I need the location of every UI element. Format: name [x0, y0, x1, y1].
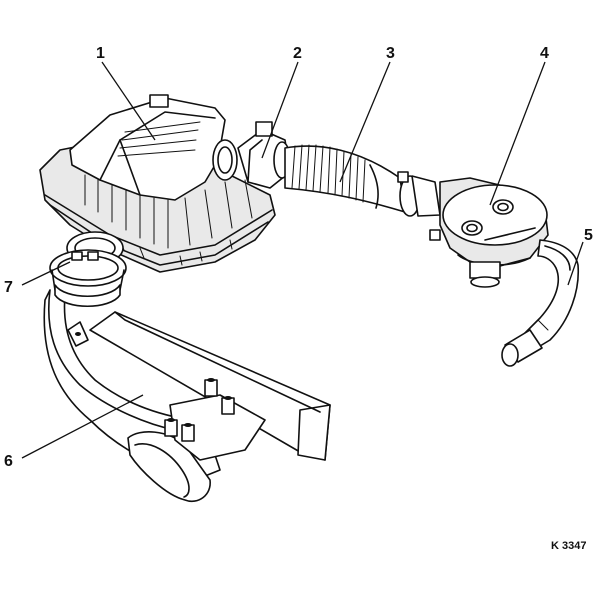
resonator-box — [429, 177, 549, 288]
hose-clamp — [49, 249, 127, 308]
intake-duct — [43, 289, 331, 502]
callout-1: 1 — [96, 45, 105, 62]
air-mass-sensor — [237, 121, 291, 189]
leader-line-5 — [567, 241, 584, 286]
leader-line-7 — [21, 261, 71, 286]
breather-hose — [501, 239, 580, 367]
air-cleaner-housing — [39, 94, 276, 273]
callout-7: 7 — [4, 279, 13, 296]
callout-4: 4 — [540, 45, 549, 62]
leader-line-6 — [21, 394, 144, 459]
leader-lines — [21, 61, 584, 459]
leader-line-2 — [261, 61, 299, 159]
leader-line-3 — [339, 61, 391, 183]
callout-2: 2 — [293, 45, 302, 62]
leader-line-1 — [101, 61, 156, 141]
callout-5: 5 — [584, 227, 593, 244]
callout-6: 6 — [4, 453, 13, 470]
figure-reference: K 3347 — [551, 540, 586, 552]
leader-line-4 — [489, 61, 546, 206]
callout-3: 3 — [386, 45, 395, 62]
corrugated-intake-hose — [284, 144, 441, 217]
